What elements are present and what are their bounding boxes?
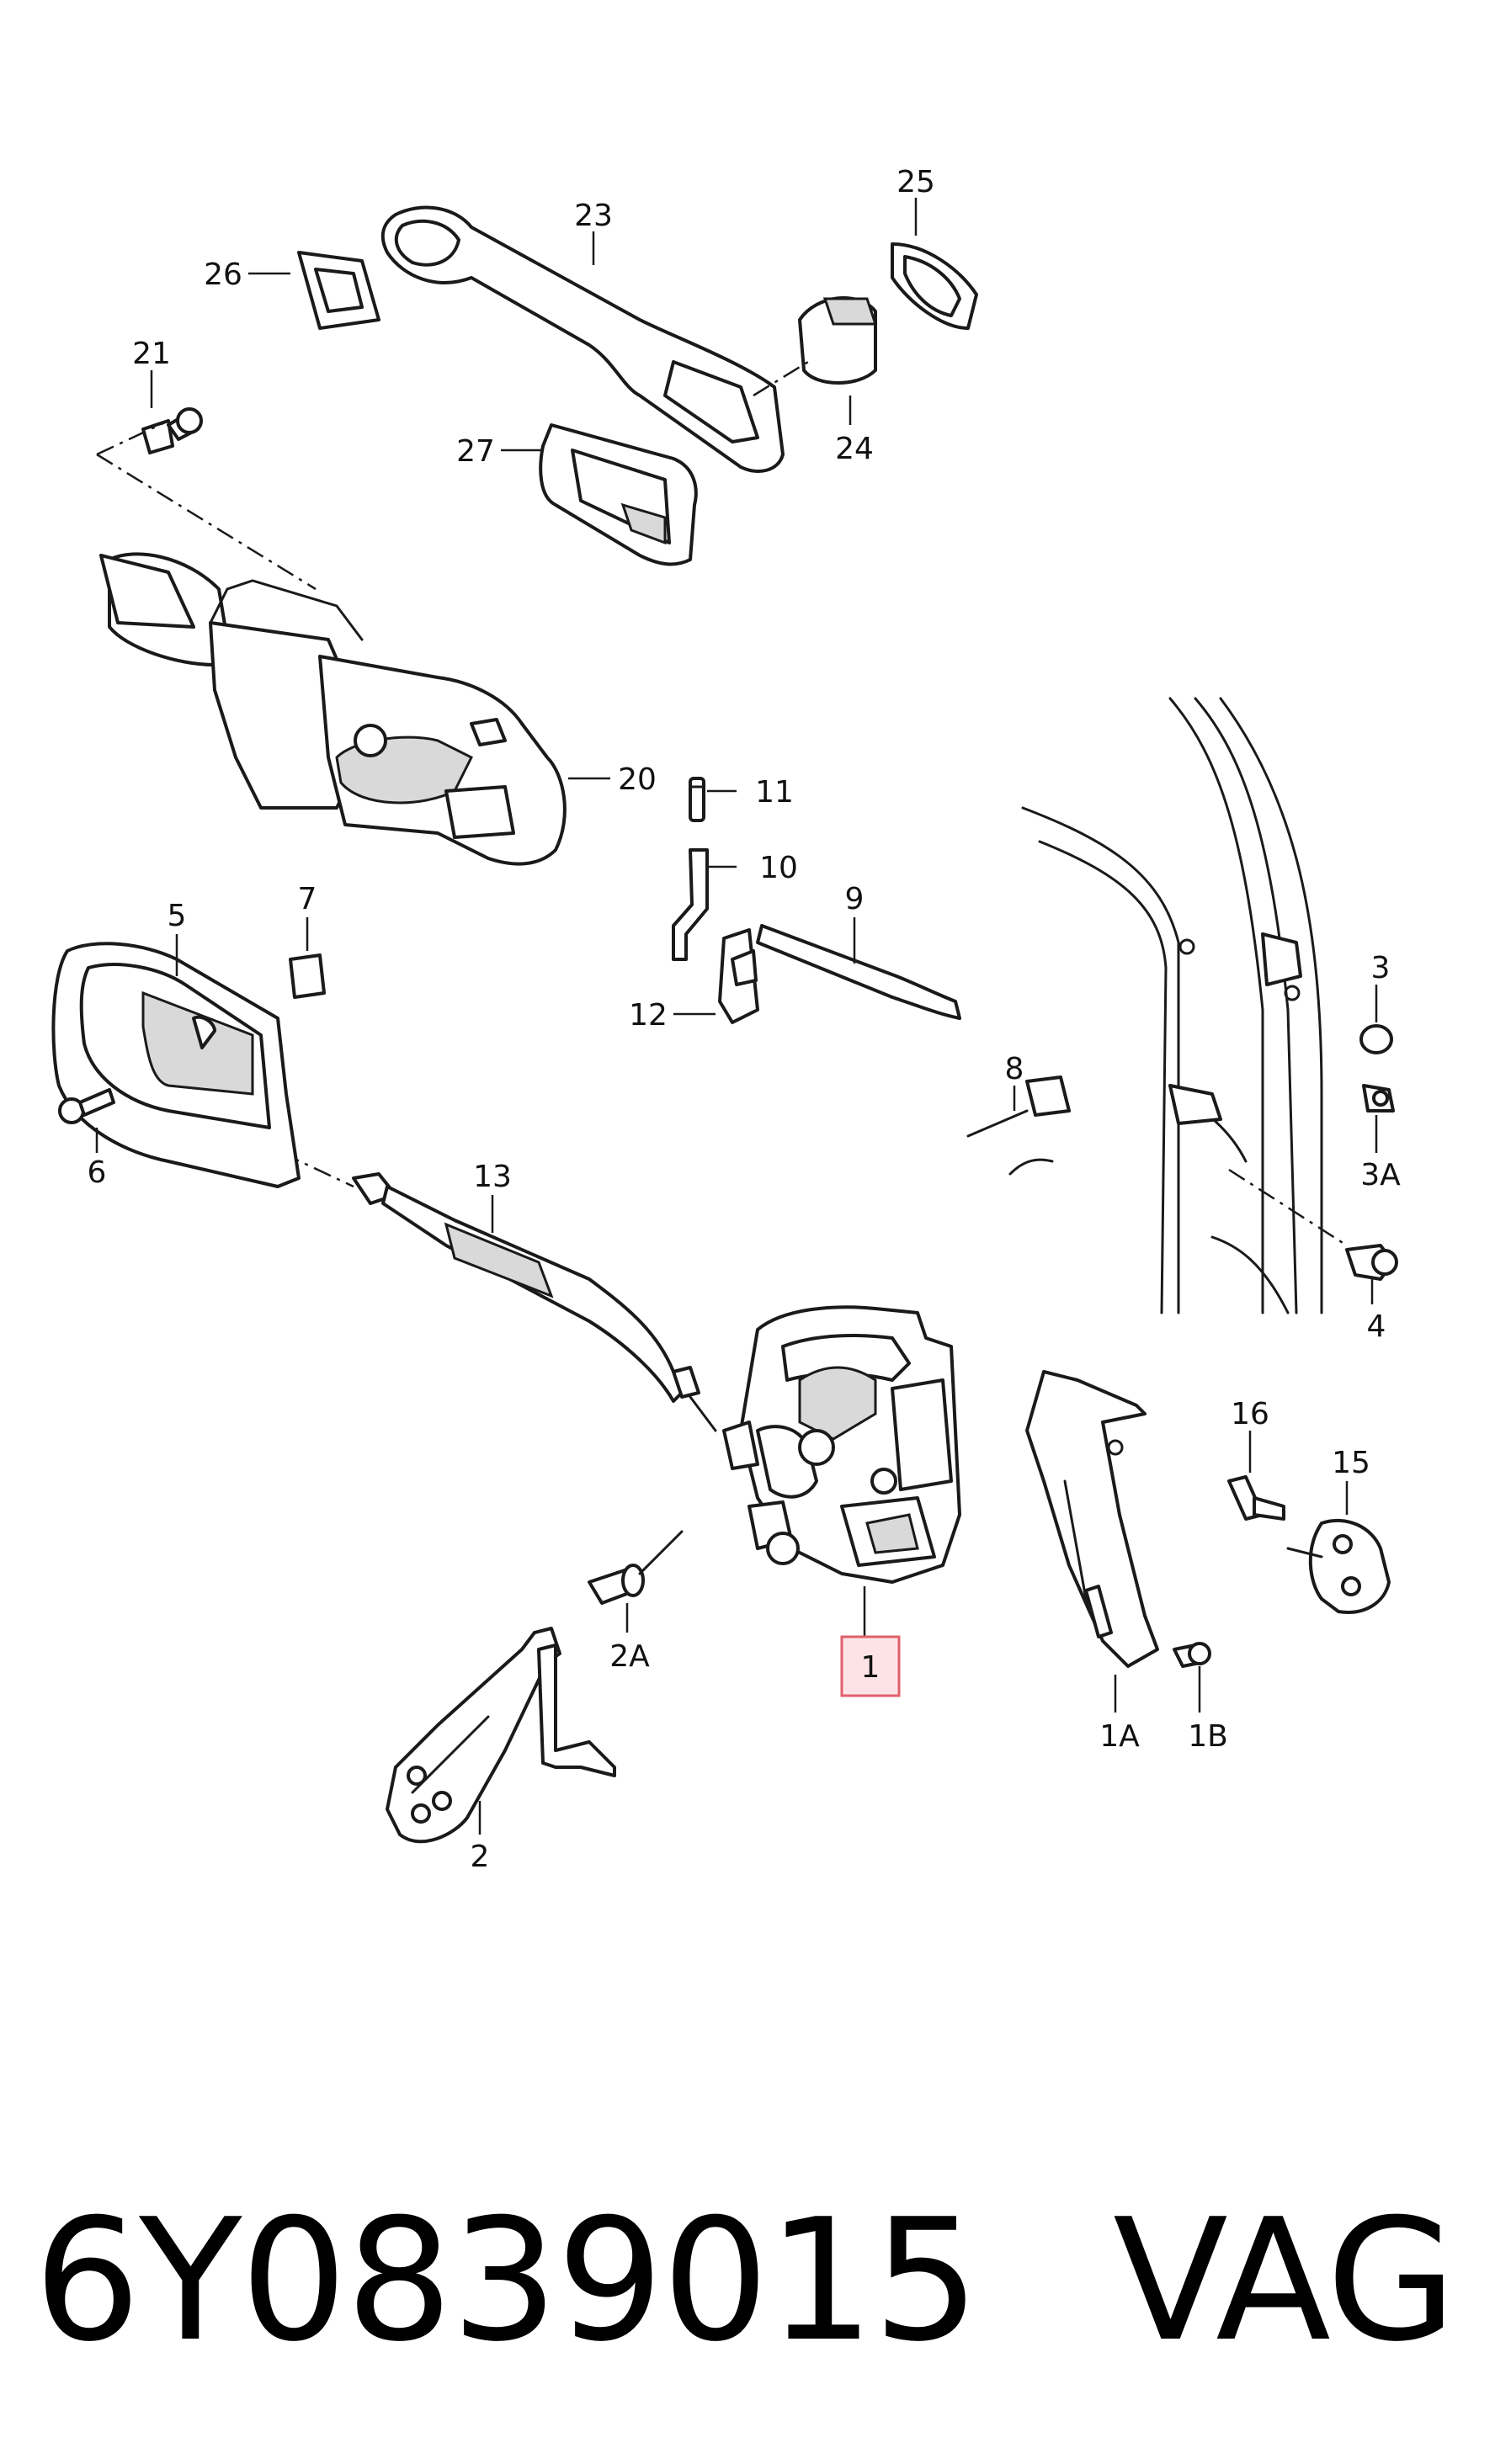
callout-11: 11: [755, 775, 794, 810]
handle-carrier-bracket: [99, 552, 567, 866]
lock-rod: [756, 924, 961, 1020]
striker-screw: [1227, 1475, 1285, 1521]
dash-guide-bolt: [1228, 1168, 1348, 1247]
rivet: [588, 1530, 684, 1605]
callout-10: 10: [759, 851, 798, 885]
callout-25: 25: [896, 165, 935, 199]
lock-cover-bracket: [1025, 1370, 1159, 1668]
callout-3: 3: [1371, 951, 1391, 985]
lock-cylinder-cap: [798, 296, 878, 385]
handle-grommet-front: [297, 251, 380, 330]
callout-21: 21: [132, 337, 171, 371]
striker-plate: [1286, 1518, 1391, 1614]
callout-2a: 2A: [609, 1639, 650, 1674]
clip-nut: [289, 953, 326, 999]
callout-4: 4: [1367, 1309, 1386, 1344]
part-number: 6Y0839015: [34, 2182, 980, 2379]
door-lock-actuator: [722, 1305, 961, 1584]
inside-handle-trim: [51, 942, 301, 1188]
micro-switch: [966, 1075, 1071, 1138]
bracket-screw: [1173, 1642, 1211, 1668]
callout-9: 9: [845, 882, 865, 916]
callout-1: 1: [861, 1650, 881, 1685]
callout-labels: 23 25 26 21 24 27 20 11 10 9 12 8 5 7 6 …: [88, 165, 1402, 1874]
callout-16: 16: [1231, 1397, 1269, 1431]
highlight-box-part-1: [840, 1635, 901, 1697]
callout-3a: 3A: [1360, 1158, 1401, 1192]
part-caption: 6Y0839015 VAG: [34, 2154, 1465, 2407]
bolt-assembly: [1345, 1024, 1398, 1281]
rod-clip: [718, 928, 759, 1024]
lock-mount-bracket: [386, 1627, 616, 1844]
door-frame: [1008, 697, 1323, 1314]
callout-13: 13: [473, 1160, 512, 1194]
trim-ring: [891, 242, 978, 330]
callout-12: 12: [629, 998, 668, 1033]
callout-5: 5: [168, 899, 187, 933]
trim-screw: [58, 1088, 115, 1124]
leader-lines: [95, 198, 1378, 1835]
callout-15: 15: [1332, 1446, 1370, 1480]
dash-guide-screw: [96, 453, 317, 591]
connecting-rod: [672, 848, 709, 961]
handle-gasket: [539, 423, 698, 566]
callout-7: 7: [298, 882, 317, 916]
pin: [689, 777, 705, 822]
callout-2: 2: [471, 1840, 490, 1874]
callout-6: 6: [88, 1155, 107, 1190]
callout-24: 24: [835, 432, 874, 466]
callout-8: 8: [1005, 1052, 1024, 1086]
callout-20: 20: [618, 762, 657, 797]
callout-26: 26: [204, 258, 242, 292]
dash-guide-cap: [753, 360, 809, 397]
brand-name: VAG: [1113, 2182, 1456, 2379]
dash-guide-screw-2: [96, 419, 169, 456]
callout-23: 23: [574, 199, 613, 233]
callout-1a: 1A: [1099, 1719, 1140, 1754]
callout-1b: 1B: [1188, 1719, 1228, 1754]
outside-handle: [380, 205, 785, 473]
callout-27: 27: [456, 434, 495, 469]
bowden-cable: [352, 1172, 717, 1432]
handle-screw: [141, 407, 203, 454]
